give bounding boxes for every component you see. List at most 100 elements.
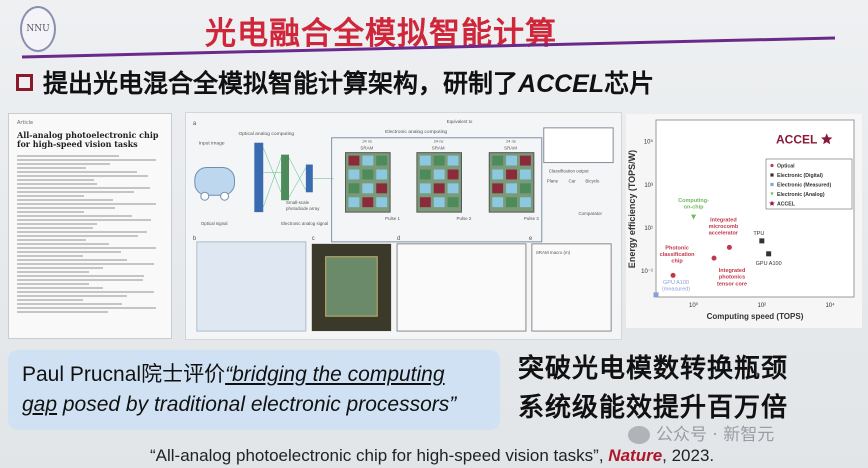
data-point: [766, 251, 772, 257]
paper-label: Article: [17, 120, 34, 126]
x-tick-label: 10⁰: [689, 302, 699, 309]
highlight-2: 系统级能效提升百万倍: [518, 393, 789, 423]
paper-text-line: [17, 267, 104, 269]
sram-cell: [519, 197, 531, 208]
paper-text-line: [17, 247, 156, 249]
y-tick-label: 10³: [644, 183, 653, 189]
paper-text-line: [17, 239, 86, 241]
paper-title: All-analog photoelectronic chip for high…: [17, 130, 159, 149]
label-line: GPU A100: [663, 280, 689, 286]
paper-text-line: [17, 283, 89, 285]
optical-layer-2: [281, 154, 290, 201]
paper-thumbnail: Article All-analog photoelectronic chip …: [8, 113, 172, 339]
legend-entry: Electronic (Digital): [777, 173, 823, 179]
y-tick-label: 10⁻¹: [641, 269, 653, 275]
quote-line-2: posed by traditional electronic processo…: [57, 393, 457, 416]
paper-text-line: [17, 295, 127, 297]
sram-cell: [348, 197, 360, 208]
paper-text-line: [17, 259, 127, 261]
ns-label: 24 ns: [362, 139, 372, 144]
paper-text-line: [17, 207, 115, 209]
y-axis-label: Energy efficiency (TOPS/W): [627, 150, 637, 268]
highlight-1: 突破光电模数转换瓶颈: [518, 354, 789, 384]
legend-entry: Optical: [777, 164, 795, 170]
label-line: classification: [660, 252, 695, 258]
sram-cell: [519, 155, 531, 166]
data-point: [821, 133, 833, 145]
paper-text-line: [17, 211, 85, 213]
paper-text-line: [17, 235, 139, 237]
legend-box: [765, 158, 853, 210]
paper-text-line: [17, 159, 156, 161]
paper-text-line: [17, 191, 134, 193]
label-line: Photonic: [665, 245, 689, 251]
bullet-square-icon: [16, 73, 33, 91]
label-line: TPU: [753, 231, 764, 237]
sram-cell: [492, 183, 504, 194]
legend-marker: [770, 163, 774, 168]
pulse-2-label: Pulse 2: [457, 216, 472, 221]
citation-year: , 2023.: [662, 446, 715, 465]
data-point: [726, 244, 732, 250]
sram-cell: [447, 169, 459, 180]
paper-text-line: [17, 311, 108, 313]
label-line: ACCEL: [776, 132, 817, 146]
sram-cell: [348, 155, 360, 166]
paper-text-line: [17, 199, 114, 201]
sram-cell: [419, 169, 431, 180]
paper-text-line: [17, 167, 86, 169]
paper-text-line: [17, 175, 149, 177]
class-bicycle: Bicycle: [585, 178, 600, 183]
paper-text-line: [17, 187, 150, 189]
sram-cell: [433, 169, 445, 180]
label-line: tensor core: [717, 281, 747, 287]
ns-label: 24 ns: [434, 139, 444, 144]
citation-title: “All-analog photoelectronic chip for hig…: [150, 446, 609, 465]
sram-cell: [519, 169, 531, 180]
sram-cell: [419, 197, 431, 208]
paper-text-line: [17, 243, 109, 245]
quote-box: Paul Prucnal院士评价“bridging the computing …: [8, 350, 500, 430]
title-divider: [21, 36, 836, 59]
chip-stack-diagram: [196, 241, 307, 332]
car-wheel: [220, 191, 230, 201]
legend-marker: [770, 192, 774, 196]
sram-label: SRAM: [504, 146, 517, 151]
paper-body: [17, 155, 163, 313]
paper-text-line: [17, 299, 83, 301]
x-tick-label: 10⁴: [825, 302, 835, 309]
x-tick-label: 10²: [757, 303, 766, 309]
x-axis-label: Computing speed (TOPS): [707, 312, 804, 321]
paper-text-line: [17, 255, 83, 257]
panel-c-label: c: [312, 236, 315, 242]
label-line: GPU A100: [756, 261, 782, 267]
quote-speaker: Paul Prucnal院士评价: [22, 363, 226, 386]
logo-text: NNU: [26, 24, 50, 34]
quote-line-1: “bridging the computing: [225, 363, 445, 386]
paper-text-line: [17, 227, 93, 229]
optical-layer-1: [254, 142, 264, 213]
paper-text-line: [17, 163, 111, 165]
paper-text-line: [17, 219, 152, 221]
paper-text-line: [17, 171, 137, 173]
equivalent-network: [543, 127, 614, 164]
paper-text-line: [17, 279, 143, 281]
sram-cell: [506, 183, 517, 194]
sram-cell: [506, 197, 517, 208]
paper-text-line: [17, 275, 145, 277]
car-image: [194, 167, 235, 196]
legend-entry: ACCEL: [777, 202, 796, 208]
paper-text-line: [17, 215, 133, 217]
watermark: 公众号 · 新智元: [628, 425, 774, 445]
sram-label: SRAM: [360, 146, 373, 151]
data-point-label: Computing-on-chip: [678, 198, 709, 211]
subtitle-text: 提出光电混合全模拟智能计算架构，研制了: [43, 69, 519, 98]
sram-cell: [362, 169, 374, 180]
sram-cell: [348, 183, 360, 194]
sram-cell: [419, 155, 431, 166]
paper-text-line: [17, 203, 156, 205]
